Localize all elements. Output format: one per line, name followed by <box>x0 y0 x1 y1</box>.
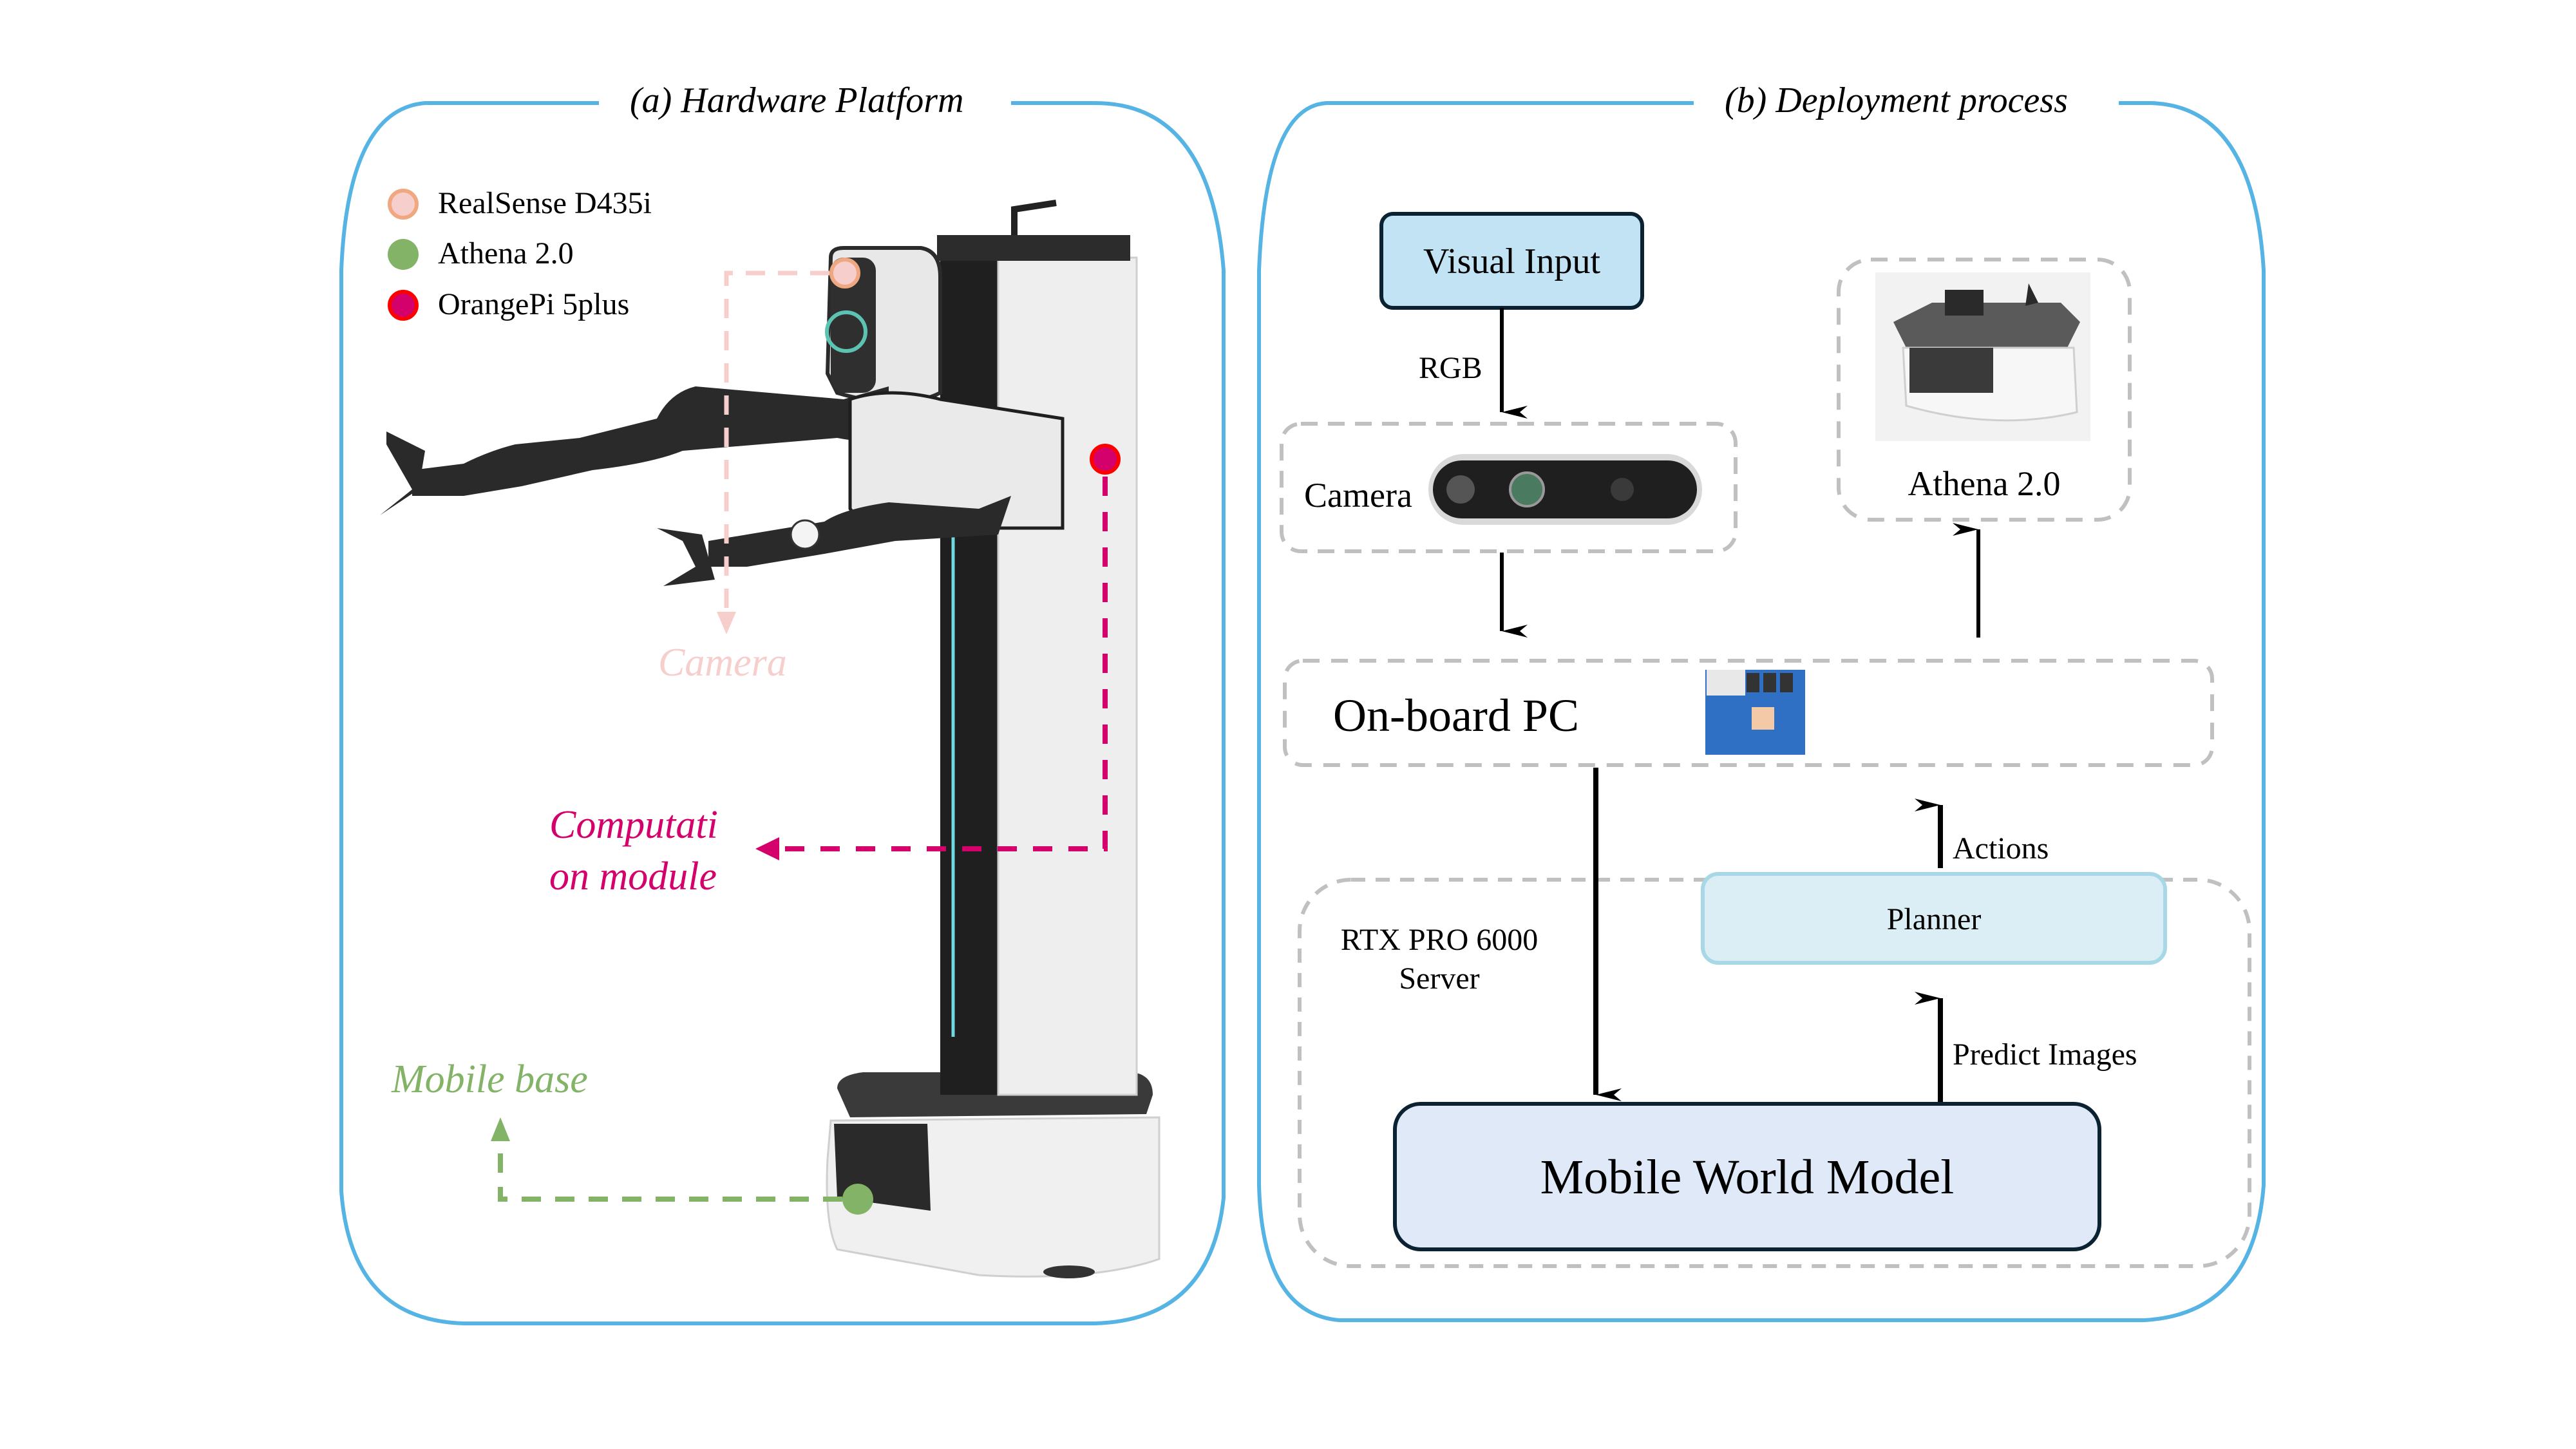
actions-edge-label: Actions <box>1953 831 2049 866</box>
camera-callout-line <box>724 270 829 618</box>
robot-upper-arm <box>412 386 889 496</box>
robot-column-white <box>997 256 1138 1096</box>
planner-label: Planner <box>1886 902 1982 936</box>
hardware-panel-title: (a) Hardware Platform <box>612 82 982 118</box>
mobile-base-callout-label: Mobile base <box>392 1057 588 1101</box>
robot-head-face <box>831 258 876 393</box>
computation-marker <box>1090 444 1121 475</box>
world-model-label: Mobile World Model <box>1540 1150 1955 1204</box>
camera-node-label: Camera <box>1304 476 1412 515</box>
camera-callout-label: Camera <box>658 641 787 685</box>
computation-callout-label-line2: on module <box>549 855 717 898</box>
robot-lower-gripper <box>657 528 715 586</box>
world-model-node <box>1393 1102 2101 1251</box>
athena-node-label: Athena 2.0 <box>1908 464 2061 503</box>
camera-callout-arrowhead <box>717 612 736 634</box>
robot-antenna <box>1011 200 1057 235</box>
robot-lower-arm <box>708 496 1011 567</box>
mobile-base-callout-line <box>498 1140 842 1202</box>
robot-wrist-joint <box>790 519 820 550</box>
visual-input-label: Visual Input <box>1423 242 1601 281</box>
server-label-line1: RTX PRO 6000 <box>1340 923 1539 957</box>
planner-node <box>1701 872 2167 965</box>
deployment-panel-title: (b) Deployment process <box>1707 82 2086 118</box>
visual-input-node <box>1379 212 1644 310</box>
camera-group-border <box>1280 422 1738 553</box>
orangepi-board-image <box>1705 670 1805 755</box>
legend-marker-athena <box>388 239 419 270</box>
predict-images-edge-label: Predict Images <box>1953 1037 2137 1072</box>
robot-column-top <box>937 235 1130 261</box>
camera-marker <box>829 258 860 289</box>
deployment-panel-border <box>1257 101 2266 1322</box>
mobile-base-marker <box>842 1184 873 1215</box>
athena-group-border <box>1837 258 2132 522</box>
robot-wheel <box>1043 1265 1095 1278</box>
robot-head-ring <box>825 310 867 353</box>
onboard-pc-label: On-board PC <box>1333 690 1579 741</box>
legend-label-athena: Athena 2.0 <box>438 236 574 270</box>
legend-label-orangepi: OrangePi 5plus <box>438 287 630 321</box>
robot-upper-gripper <box>380 431 425 515</box>
legend-marker-realsense <box>388 189 419 220</box>
computation-callout-arrowhead <box>755 837 779 860</box>
onboard-pc-group-border <box>1283 659 2214 767</box>
rgb-edge-label: RGB <box>1419 351 1482 385</box>
computation-callout-line <box>779 477 1108 851</box>
legend-label-realsense: RealSense D435i <box>438 186 652 220</box>
legend-marker-orangepi <box>388 290 419 321</box>
realsense-camera-image <box>1428 454 1702 525</box>
computation-callout-label-line1: Computati <box>549 803 718 847</box>
robot-illustration <box>380 200 1160 1278</box>
mobile-base-callout-arrowhead <box>491 1117 510 1141</box>
athena-robot-image <box>1875 272 2090 441</box>
server-label-line2: Server <box>1399 961 1480 996</box>
hardware-panel-border <box>339 101 1226 1325</box>
